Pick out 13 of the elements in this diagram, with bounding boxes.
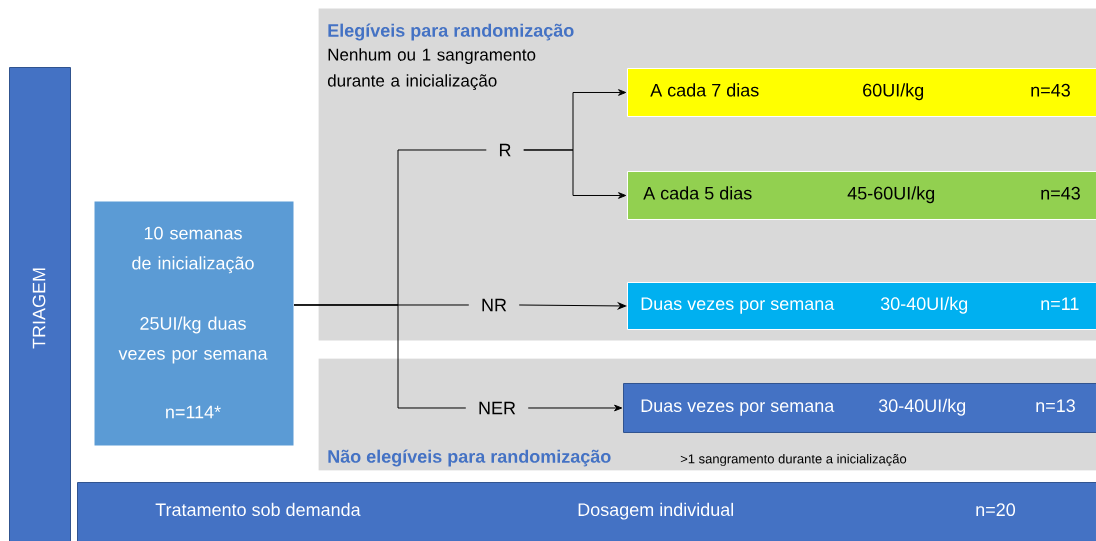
phase-bar: TRIAGEM [9,67,71,541]
treatment-box: Duas vezes por semana 30-40UI/kg n=13 [623,383,1096,433]
connector-arrow [518,302,627,310]
treatment-box: A cada 7 dias 60UI/kg n=43 [627,68,1096,117]
treatment-box: A cada 5 dias 45-60UI/kg n=43 [627,171,1096,220]
connector-arrow [527,404,623,412]
branch-label: NR [482,298,507,312]
treatment-box: Duas vezes por semana 30-40UI/kg n=11 [627,282,1096,330]
connector-arrow [523,149,627,199]
treatment-box: Tratamento sob demanda Dosagem individual n=20 [77,482,1096,541]
branch-label: NER [479,401,516,415]
branch-label: R [500,143,511,157]
phase-box: 10 semanas de inicialização 25UI/kg duas vezes por semana n=114* [94,201,294,446]
